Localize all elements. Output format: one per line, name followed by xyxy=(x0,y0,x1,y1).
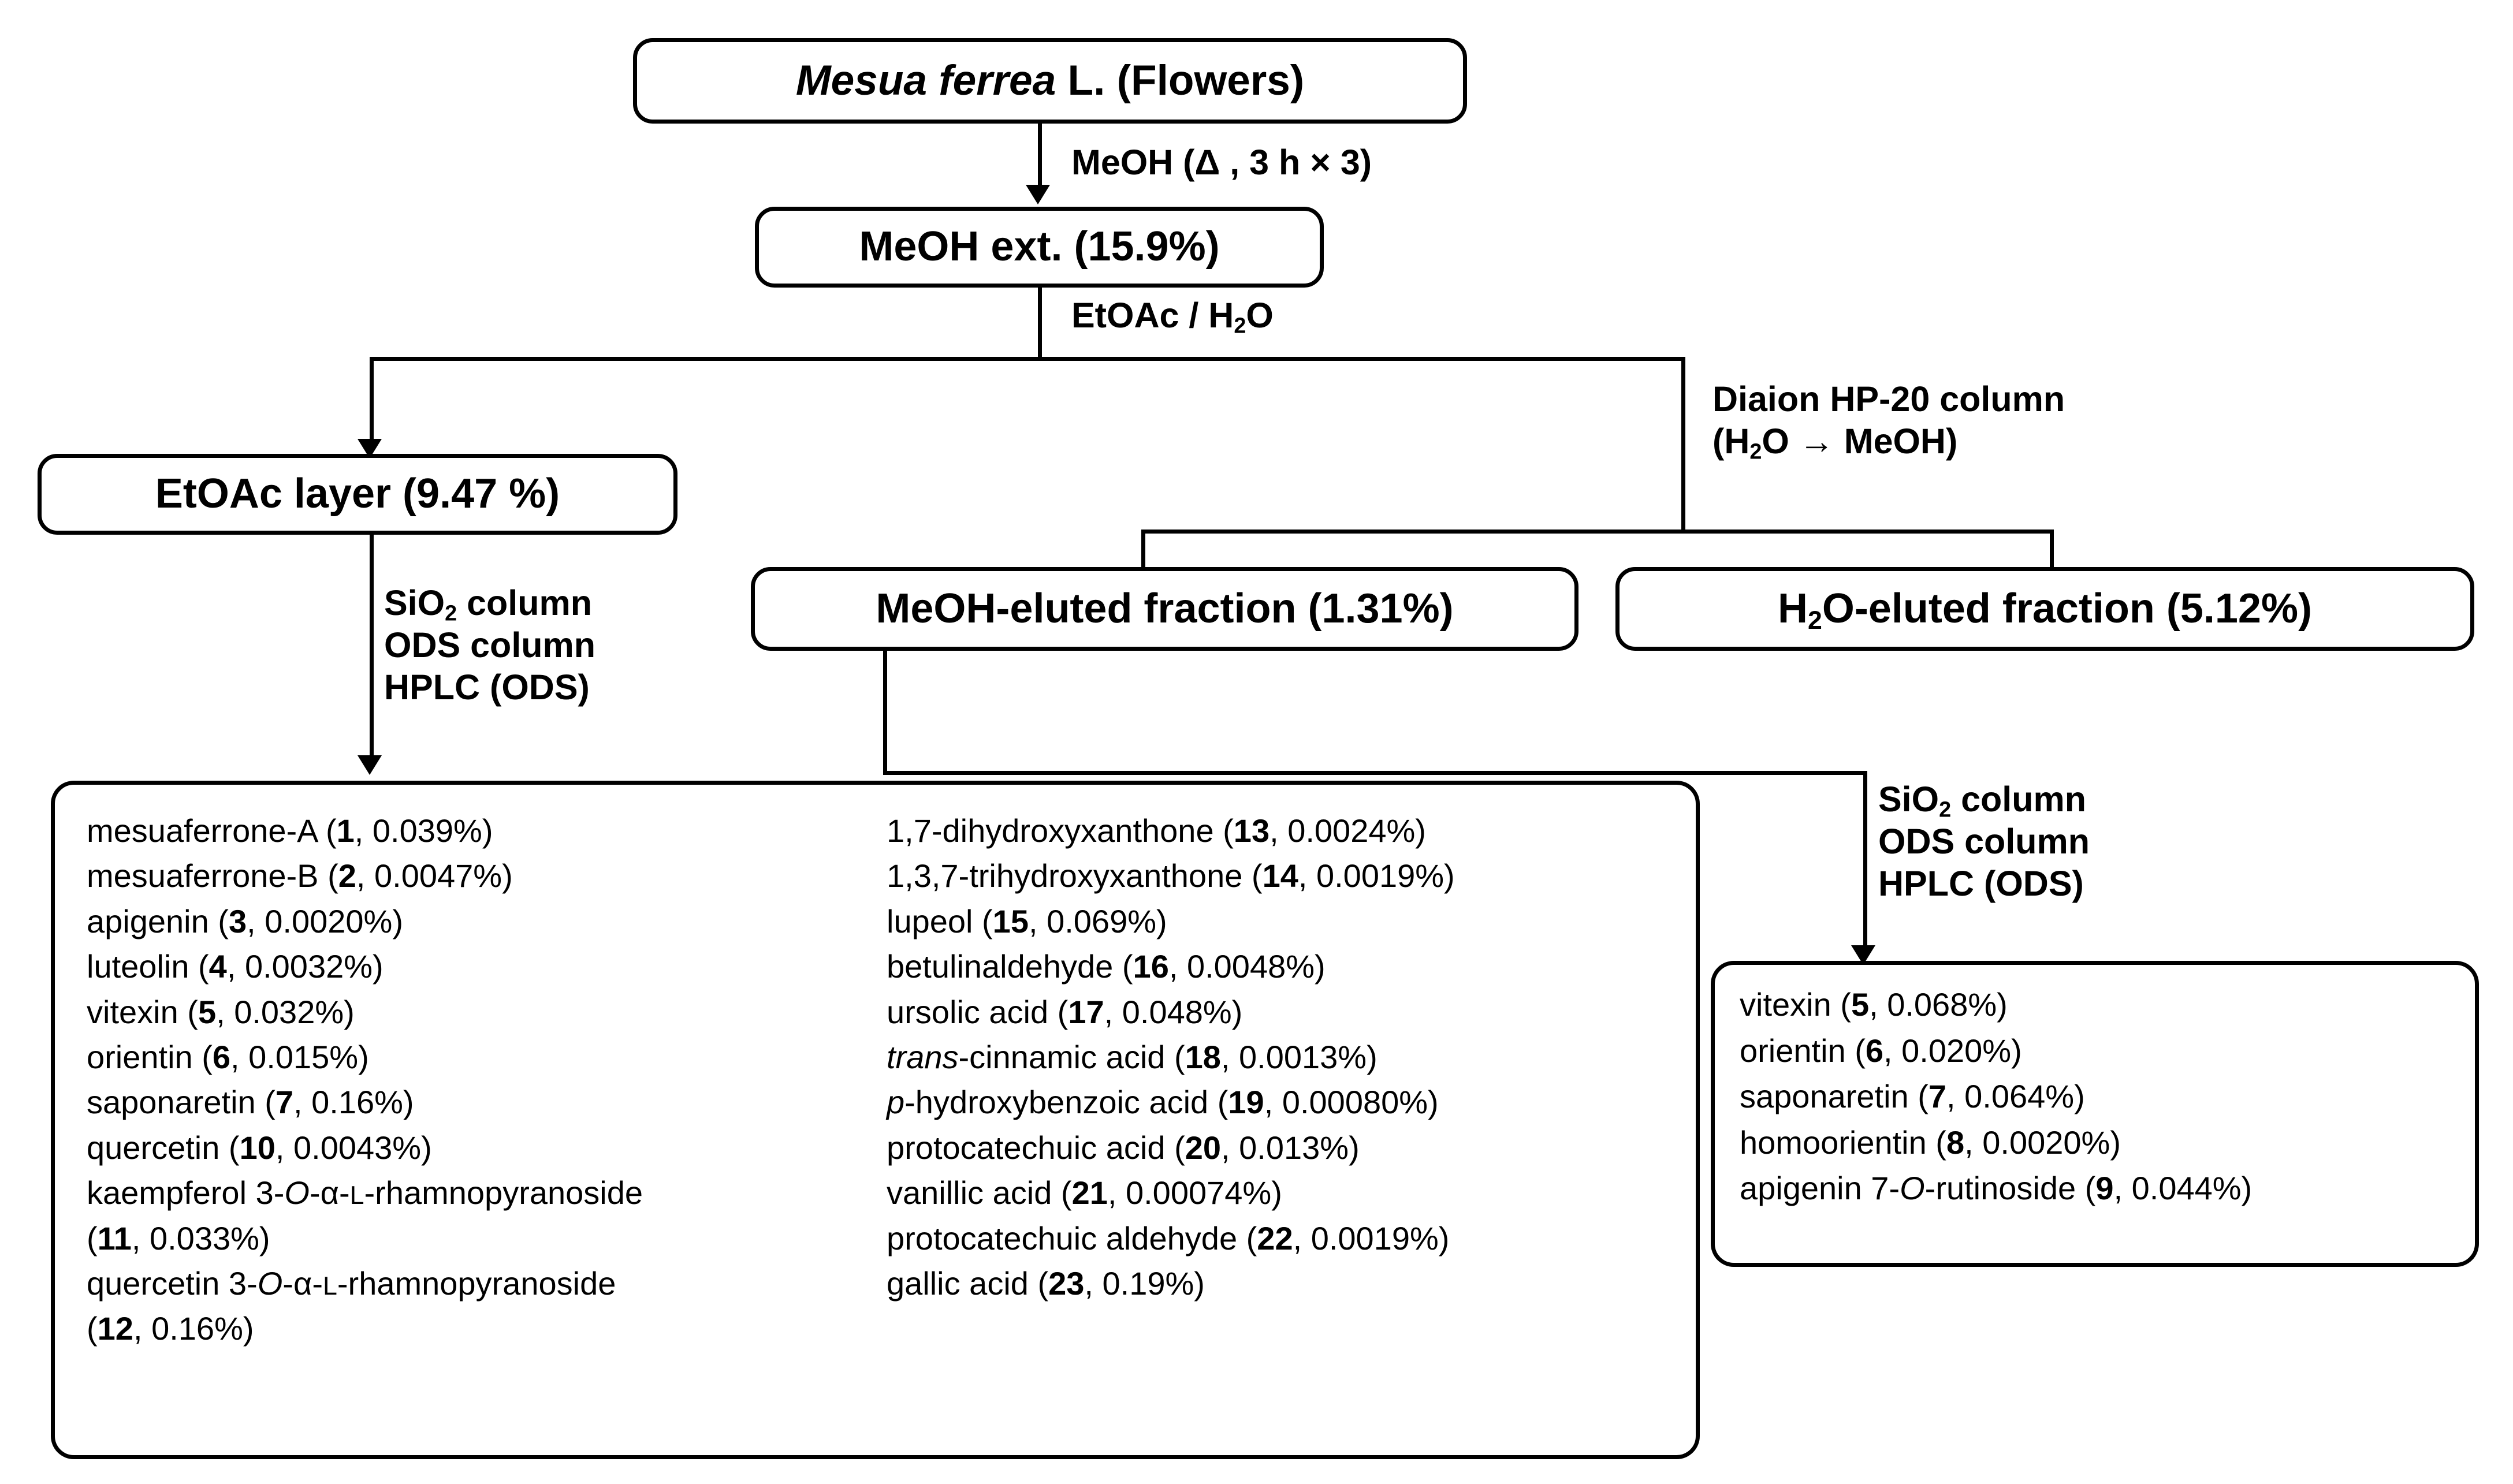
compound-entry: protocatechuic aldehyde (22, 0.0019%) xyxy=(887,1220,1450,1256)
compound-entry: apigenin (3, 0.0020%) xyxy=(87,903,403,939)
node-plant-material-label: Mesua ferrea L. (Flowers) xyxy=(795,57,1305,104)
node-etoac-layer: EtOAc layer (9.47 %) xyxy=(38,454,677,535)
compound-entry: quercetin (10, 0.0043%) xyxy=(87,1129,432,1166)
compound-entry: quercetin 3-O-α-L-rhamnopyranoside xyxy=(87,1265,616,1302)
node-meoh-eluted-fraction: MeOH-eluted fraction (1.31%) xyxy=(751,567,1578,651)
compound-column-right: 1,7-dihydroxyxanthone (13, 0.0024%) 1,3,7… xyxy=(887,808,1678,1352)
node-meoh-eluted-fraction-label: MeOH-eluted fraction (1.31%) xyxy=(876,585,1454,632)
compound-entry: orientin (6, 0.020%) xyxy=(1740,1032,2022,1069)
node-meoh-extract: MeOH ext. (15.9%) xyxy=(755,207,1324,288)
compound-entry: saponaretin (7, 0.064%) xyxy=(1740,1078,2085,1115)
chroma-left-line-3: HPLC (ODS) xyxy=(384,668,590,707)
edge-label-extraction: MeOH (Δ , 3 h × 3) xyxy=(1071,141,1372,184)
edge-label-diaion: Diaion HP-20 column (H2O → MeOH) xyxy=(1712,378,2065,463)
compound-entry: mesuaferrone-B (2, 0.0047%) xyxy=(87,857,513,894)
compound-entry: apigenin 7-O-rutinoside (9, 0.044%) xyxy=(1740,1170,2253,1207)
edge-to-meoh-fraction xyxy=(1141,530,1145,587)
compound-entry: betulinaldehyde (16, 0.0048%) xyxy=(887,948,1326,985)
compound-entry-continuation: (11, 0.033%) xyxy=(87,1220,270,1256)
arrowhead-plant-to-meohext xyxy=(1026,185,1050,204)
species-name: Mesua ferrea xyxy=(795,57,1056,104)
compound-list-main xyxy=(51,781,1700,1459)
compound-column-left: mesuaferrone-A (1, 0.039%) mesuaferrone-B… xyxy=(87,808,887,1352)
node-etoac-layer-label: EtOAc layer (9.47 %) xyxy=(155,471,560,517)
node-water-eluted-fraction: H2O-eluted fraction (5.12%) xyxy=(1615,567,2474,651)
compound-entry: homoorientin (8, 0.0020%) xyxy=(1740,1124,2121,1161)
split-bar-etoac-water xyxy=(370,357,1685,361)
edge-etoac-to-compounds xyxy=(370,535,374,760)
diaion-line-2: (H2O → MeOH) xyxy=(1712,422,1958,464)
node-plant-material: Mesua ferrea L. (Flowers) xyxy=(633,38,1467,124)
partition-text: EtOAc / H2O xyxy=(1071,296,1274,338)
edge-to-water-fraction xyxy=(2050,530,2054,587)
node-water-eluted-fraction-label: H2O-eluted fraction (5.12%) xyxy=(1778,585,2312,635)
compound-entry: vitexin (5, 0.032%) xyxy=(87,993,355,1030)
edge-to-diaion-branch xyxy=(1681,357,1685,534)
split-bar-fractions xyxy=(1141,530,2054,534)
compound-entry: lupeol (15, 0.069%) xyxy=(887,903,1167,939)
compound-entry: orientin (6, 0.015%) xyxy=(87,1038,369,1075)
compound-entry: vanillic acid (21, 0.00074%) xyxy=(887,1174,1282,1211)
chroma-right-line-3: HPLC (ODS) xyxy=(1878,864,2084,904)
compound-entry: vitexin (5, 0.068%) xyxy=(1740,986,2008,1023)
compound-entry: mesuaferrone-A (1, 0.039%) xyxy=(87,812,493,849)
compound-entry-continuation: (12, 0.16%) xyxy=(87,1310,254,1347)
extraction-text: MeOH (Δ , 3 h × 3) xyxy=(1071,143,1372,182)
compound-entry: p-hydroxybenzoic acid (19, 0.00080%) xyxy=(887,1084,1439,1121)
chroma-right-line-2: ODS column xyxy=(1878,822,2090,862)
compound-entry: trans-cinnamic acid (18, 0.0013%) xyxy=(887,1038,1378,1075)
edge-meohfrac-right xyxy=(883,771,1867,775)
edge-label-chroma-left: SiO2 column ODS column HPLC (ODS) xyxy=(384,582,595,709)
compound-entry: saponaretin (7, 0.16%) xyxy=(87,1084,414,1121)
compound-column-water: vitexin (5, 0.068%) orientin (6, 0.020%) s… xyxy=(1740,982,2462,1211)
chroma-left-line-1: SiO2 column xyxy=(384,583,592,626)
compound-entry: gallic acid (23, 0.19%) xyxy=(887,1265,1205,1302)
chroma-left-line-2: ODS column xyxy=(384,625,596,665)
compound-entry: protocatechuic acid (20, 0.013%) xyxy=(887,1129,1360,1166)
edge-to-etoac-layer xyxy=(370,357,374,442)
edge-meohext-down xyxy=(1038,288,1042,359)
edge-meohfrac-down xyxy=(883,651,887,775)
compound-entry: luteolin (4, 0.0032%) xyxy=(87,948,384,985)
edge-label-partition: EtOAc / H2O xyxy=(1071,294,1274,337)
edge-plant-to-meohext xyxy=(1038,124,1042,188)
compound-list-water xyxy=(1711,961,2479,1267)
node-meoh-extract-label: MeOH ext. (15.9%) xyxy=(859,223,1220,270)
edge-to-water-compounds xyxy=(1863,771,1867,950)
compound-list-main-columns: mesuaferrone-A (1, 0.039%) mesuaferrone-B… xyxy=(87,808,1681,1352)
arrowhead-etoac-to-compounds xyxy=(358,755,382,775)
compound-entry: 1,7-dihydroxyxanthone (13, 0.0024%) xyxy=(887,812,1426,849)
species-suffix: L. (Flowers) xyxy=(1056,57,1305,104)
compound-entry: 1,3,7-trihydroxyxanthone (14, 0.0019%) xyxy=(887,857,1455,894)
chroma-right-line-1: SiO2 column xyxy=(1878,780,2086,822)
compound-entry: kaempferol 3-O-α-L-rhamnopyranoside xyxy=(87,1174,643,1211)
diaion-line-1: Diaion HP-20 column xyxy=(1712,379,2065,419)
edge-label-chroma-right: SiO2 column ODS column HPLC (ODS) xyxy=(1878,778,2090,905)
compound-entry: ursolic acid (17, 0.048%) xyxy=(887,993,1243,1030)
